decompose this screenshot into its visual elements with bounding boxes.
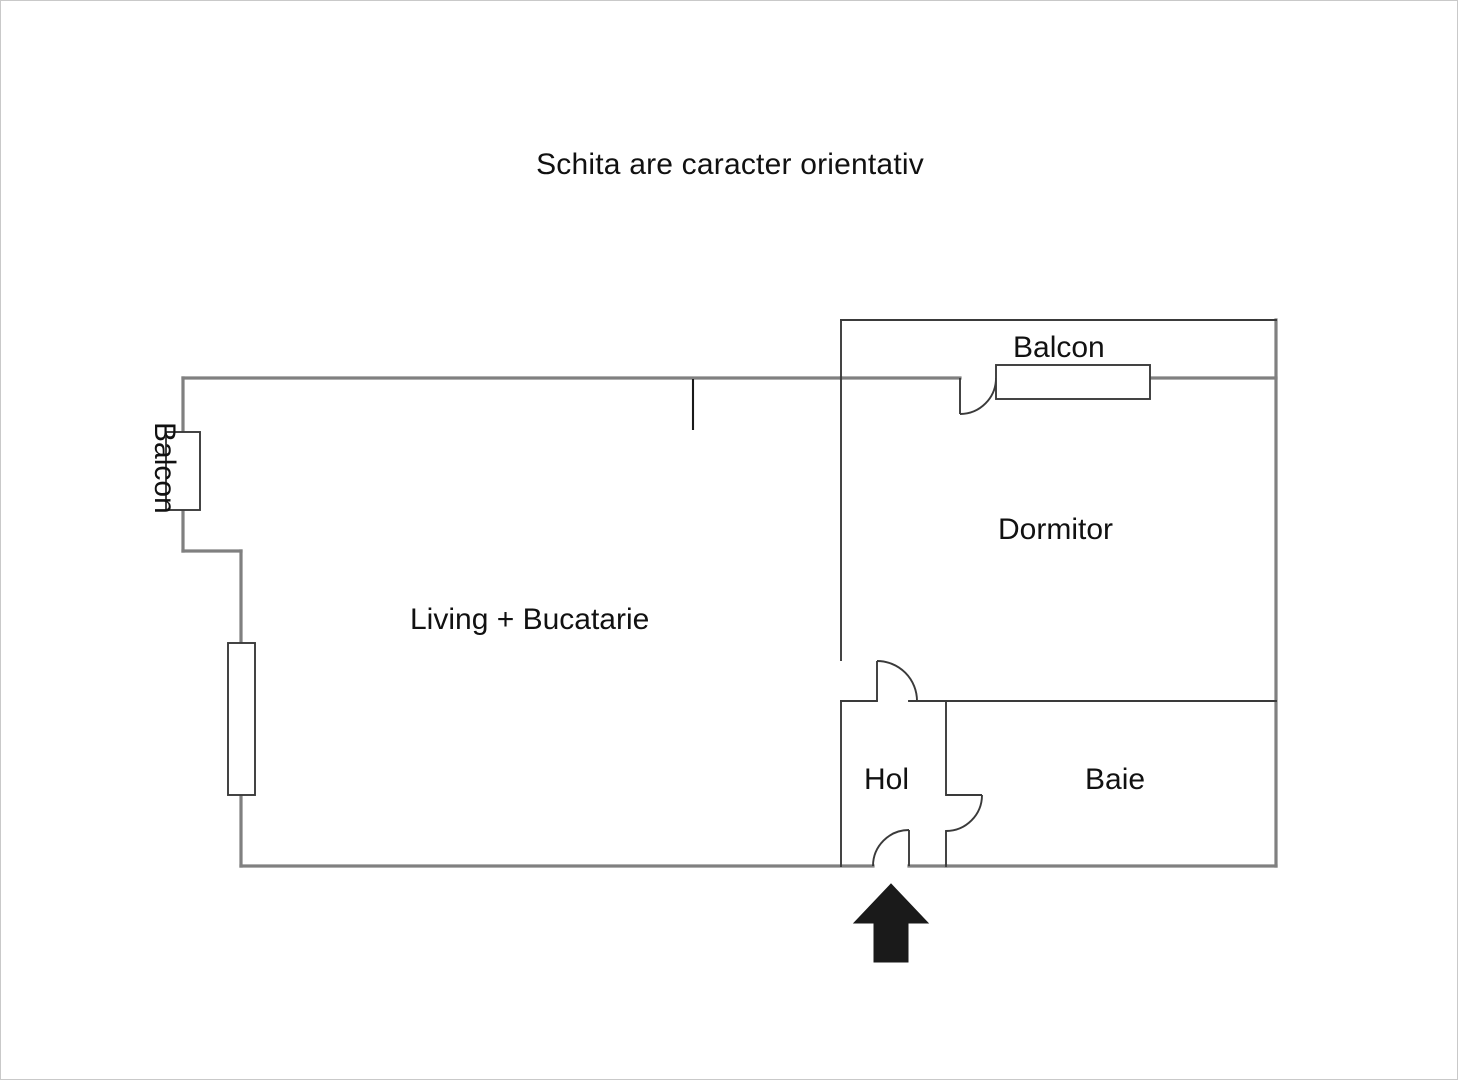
interior-partitions bbox=[840, 319, 1277, 867]
window-living-left bbox=[227, 642, 256, 796]
window-balcon-top bbox=[995, 364, 1151, 400]
room-label-baie: Baie bbox=[1085, 763, 1146, 796]
door-hol-dormitor-arc bbox=[876, 660, 918, 702]
room-label-living: Living + Bucatarie bbox=[410, 603, 650, 636]
door-entrance-arc bbox=[872, 829, 910, 867]
door-hol-baie bbox=[945, 794, 983, 832]
door-balcon-top-arc bbox=[959, 377, 997, 415]
window-balcon-left bbox=[165, 431, 201, 511]
entrance-arrow-icon bbox=[852, 883, 930, 963]
door-balcon-top bbox=[959, 377, 997, 415]
page-title: Schita are caracter orientativ bbox=[536, 148, 924, 181]
door-entrance bbox=[872, 829, 910, 867]
room-label-dormitor: Dormitor bbox=[998, 513, 1114, 546]
door-hol-dormitor bbox=[876, 660, 918, 702]
balcony-label-left: Balcon bbox=[148, 422, 181, 514]
door-hol-baie-arc bbox=[945, 794, 983, 832]
windows bbox=[165, 364, 1151, 796]
room-label-hol: Hol bbox=[864, 763, 910, 796]
balcony-label-top: Balcon bbox=[1013, 331, 1105, 364]
